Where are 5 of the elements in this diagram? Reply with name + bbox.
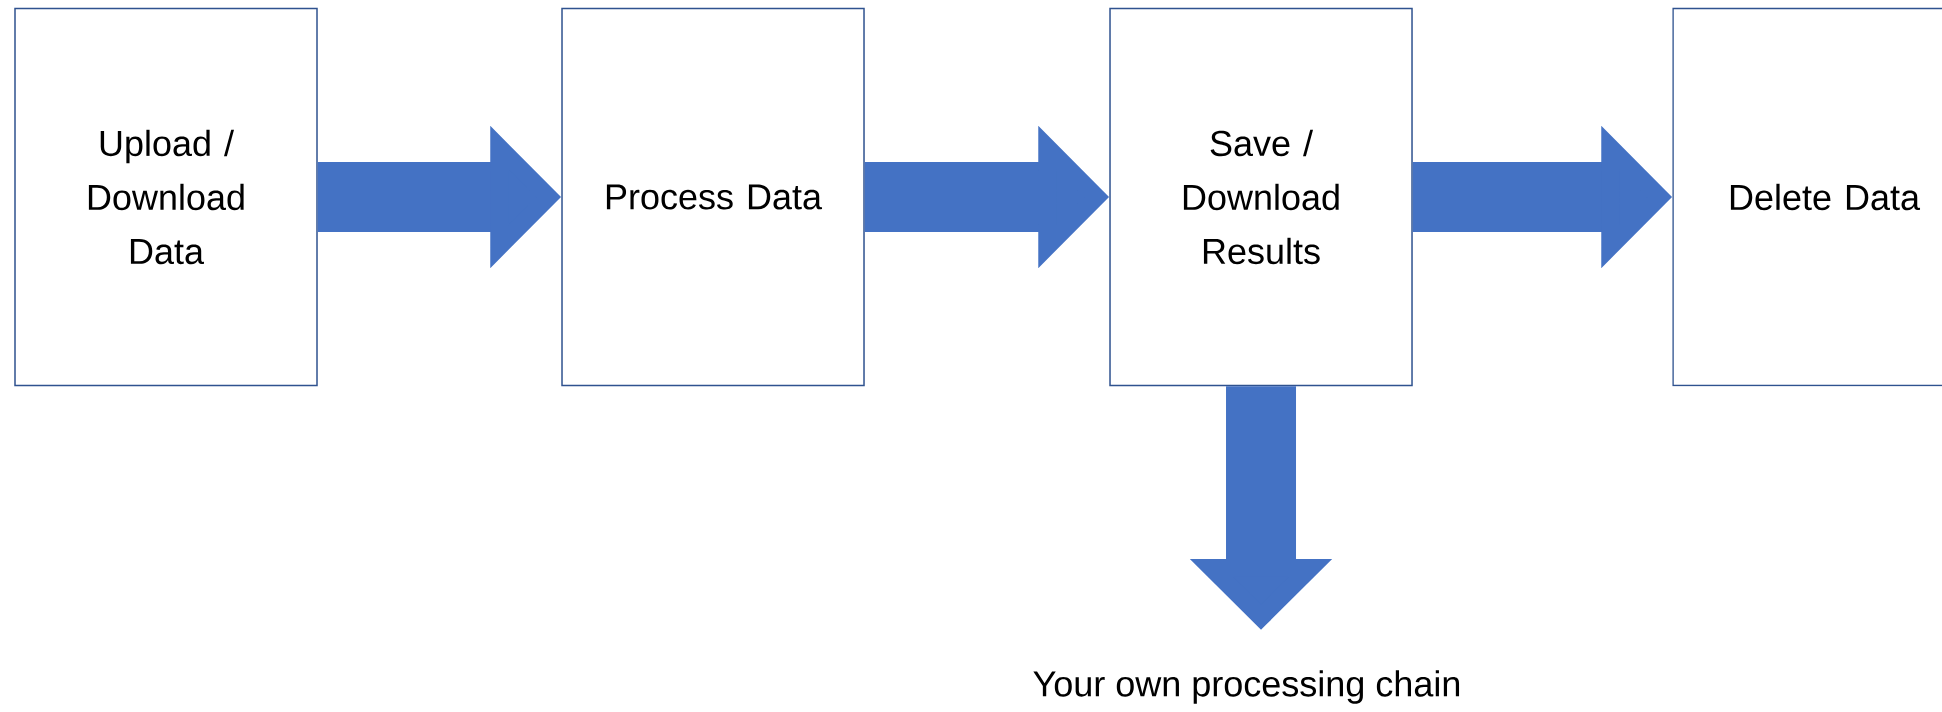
process-box: Upload / Download Data bbox=[14, 7, 318, 387]
text-label: Your own processing chain bbox=[1033, 670, 1460, 704]
process-box: Process Data bbox=[561, 7, 865, 387]
process-box: Delete Data bbox=[1672, 7, 1942, 387]
process-box: Save / Download Results bbox=[1109, 7, 1413, 387]
